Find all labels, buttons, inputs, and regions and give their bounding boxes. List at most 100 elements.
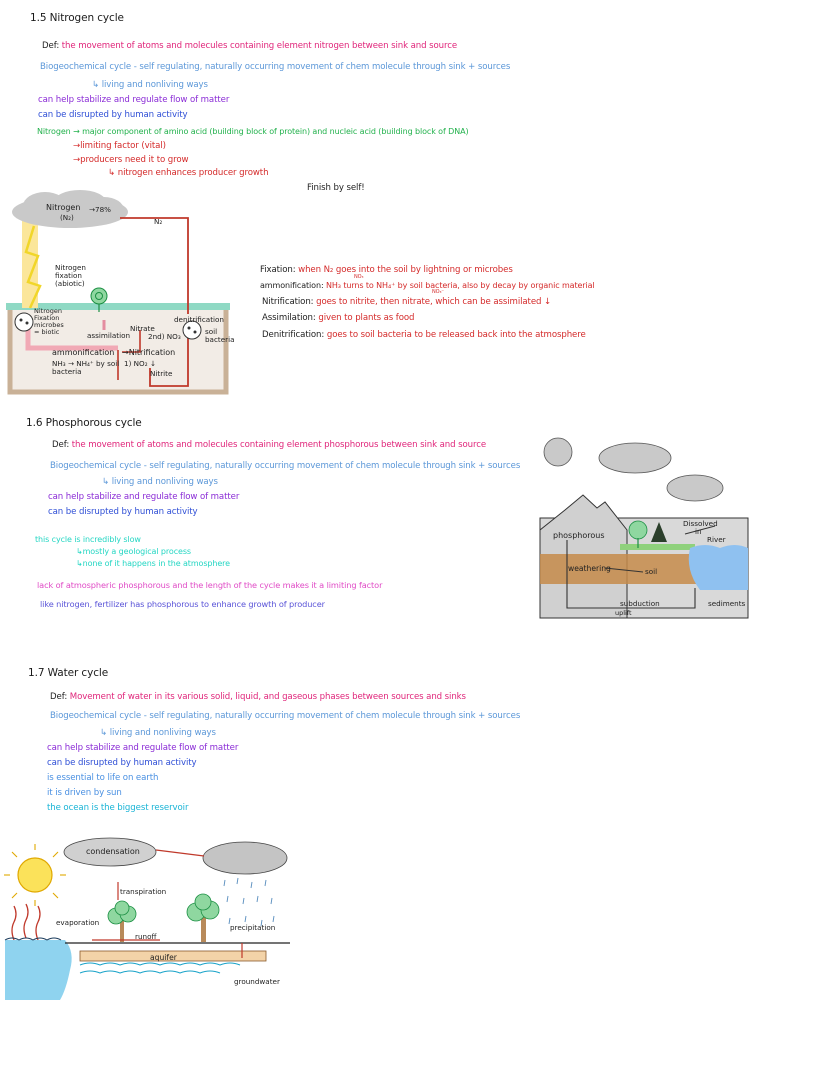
nitrogen-definition: Def: the movement of atoms and molecules…: [42, 41, 458, 51]
n2-return-label: N₂: [154, 217, 163, 226]
no3-label: 2nd) NO₃: [148, 332, 181, 341]
precipitation-label: precipitation: [230, 923, 276, 932]
trees-icon: [628, 520, 667, 548]
phosphorus-fertilizer-note: like nitrogen, fertilizer has phosphorou…: [40, 599, 325, 609]
condensation-label: condensation: [86, 847, 140, 856]
phosphorus-heading: 1.6 Phosphorous cycle: [26, 417, 142, 429]
soil-bacteria-icon: [182, 320, 202, 340]
rain-cloud: [202, 841, 288, 875]
soil-label: soil: [645, 567, 658, 576]
water-heading: 1.7 Water cycle: [28, 667, 109, 679]
no3-small-note: NO₃: [354, 274, 364, 280]
water-sun-note: it is driven by sun: [47, 788, 122, 798]
water-disrupted-note: can be disrupted by human activity: [47, 758, 197, 768]
soil-layer: [540, 554, 700, 584]
nitrogen-stabilize-note: can help stabilize and regulate flow of …: [38, 95, 230, 105]
denitrification-arrow: [120, 217, 189, 314]
cloud-percent: →78%: [89, 205, 111, 214]
phosphorus-disrupted-note: can be disrupted by human activity: [48, 507, 198, 517]
nitrogen-heading: 1.5 Nitrogen cycle: [30, 12, 124, 24]
water-biogeochemical-note: Biogeochemical cycle - self regulating, …: [50, 711, 521, 721]
aquifer-label: aquifer: [150, 953, 177, 962]
groundwater-label: groundwater: [234, 977, 280, 986]
water-cycle-diagram: [4, 837, 290, 1000]
phosphorus-geological-note: ↳mostly a geological process: [76, 547, 191, 556]
term-assimilation: Assimilation: given to plants as food: [262, 313, 415, 323]
runoff-label: runoff: [135, 932, 157, 941]
tree-right-icon: [186, 893, 220, 942]
condensation-arrow: [155, 849, 205, 857]
no3-neg-small-note: NO₃⁻: [432, 289, 444, 295]
nitrogen-brown-frame: [7, 310, 229, 395]
abiotic-fixation-label: Nitrogen fixation (abiotic): [55, 263, 86, 288]
nitrate-label: Nitrate: [130, 324, 155, 333]
evaporation-squiggles: [11, 903, 41, 941]
nitrogen-biogeochemical-note: Biogeochemical cycle - self regulating, …: [40, 62, 511, 72]
subduction-label: subduction: [620, 599, 660, 608]
phosphorus-stabilize-note: can help stabilize and regulate flow of …: [48, 492, 240, 502]
phosphorous-label: phosphorous: [553, 531, 605, 540]
water-definition: Def: Movement of water in its various so…: [50, 692, 466, 702]
nitrogen-cloud: [12, 190, 128, 228]
term-nitrification: Nitrification: goes to nitrite, then nit…: [262, 297, 552, 307]
ocean-waves: [4, 937, 62, 941]
weathering-arrow: [604, 567, 644, 573]
aquifer-layer: [79, 950, 267, 962]
rain-drops: [223, 877, 275, 927]
plant-icon: [90, 287, 108, 312]
uplift-arrow: [566, 540, 696, 609]
nh3-label: NH₃ → NH₄⁺ by soil bacteria: [52, 359, 120, 376]
phosphorus-limiting-note: lack of atmospheric phosphorous and the …: [37, 580, 383, 590]
no2-label: 1) NO₂ ↓: [124, 359, 156, 368]
weathering-label: weathering: [568, 564, 611, 573]
uplift-label: uplift: [615, 609, 632, 617]
phosphorus-clouds: [543, 437, 724, 502]
sun-icon: [4, 844, 66, 906]
soil-microbes-icon: [14, 312, 34, 332]
evaporation-label: evaporation: [56, 918, 100, 927]
term-fixation: Fixation: when N₂ goes into the soil by …: [260, 265, 513, 275]
biotic-fixation-label: Nitrogen Fixation microbes = biotic: [34, 307, 64, 336]
cloud-label-nitrogen: Nitrogen: [46, 203, 81, 212]
nitrite-loop-arrow: [149, 338, 189, 387]
sediments-label: sediments: [708, 599, 746, 608]
condensation-cloud: [63, 837, 157, 867]
water-stabilize-note: can help stabilize and regulate flow of …: [47, 743, 239, 753]
groundwater-waves-2: [79, 970, 221, 974]
denitrification-label: denitrification: [174, 315, 224, 324]
groundwater-waves: [79, 962, 241, 966]
nitrification-label: →Nitrification: [122, 348, 176, 357]
lightning-band: [22, 218, 38, 308]
ocean-water: [5, 940, 72, 1000]
dissolved-in-river-label: Dissolved in River: [683, 519, 726, 544]
nitrogen-disrupted-note: can be disrupted by human activity: [38, 110, 188, 120]
ammonification-path: [25, 325, 118, 351]
nitrogen-ground-line: [6, 303, 230, 310]
river-water: [688, 545, 748, 590]
term-ammonification: ammonification: NH₃ turns to NH₄⁺ by soi…: [260, 281, 595, 290]
nitrification-arrow: [117, 330, 141, 380]
grass-strip: [620, 544, 695, 550]
term-denitrification: Denitrification: goes to soil bacteria t…: [262, 330, 586, 340]
assimilation-label: assimilation: [87, 331, 131, 340]
river-arrow: [684, 525, 716, 535]
transpiration-label: transpiration: [120, 887, 167, 896]
phosphorus-definition: Def: the movement of atoms and molecules…: [52, 440, 487, 450]
cloud-label-n2: (N₂): [60, 213, 74, 222]
phosphorus-atmosphere-note: ↳none of it happens in the atmosphere: [76, 559, 230, 568]
nitrogen-component-note: Nitrogen → major component of amino acid…: [37, 127, 469, 136]
phosphorus-living-note: ↳ living and nonliving ways: [102, 477, 218, 487]
nitrogen-living-note: ↳ living and nonliving ways: [92, 80, 208, 90]
tree-left-icon: [107, 900, 137, 942]
finish-by-self-note: Finish by self!: [307, 183, 365, 193]
water-ocean-note: the ocean is the biggest reservoir: [47, 803, 189, 813]
lightning-bolt-icon: [24, 225, 42, 309]
phosphorus-biogeochemical-note: Biogeochemical cycle - self regulating, …: [50, 461, 521, 471]
nitrogen-producers-note: →producers need it to grow: [73, 155, 189, 165]
phosphorus-slow-note: this cycle is incredibly slow: [35, 535, 141, 544]
soil-bacteria-label: soil bacteria: [205, 327, 235, 344]
ammonification-label: ammonification: [52, 348, 115, 357]
nitrogen-enhances-note: ↳ nitrogen enhances producer growth: [108, 168, 269, 178]
phosphorus-cycle-diagram: [539, 437, 749, 619]
water-living-note: ↳ living and nonliving ways: [100, 728, 216, 738]
